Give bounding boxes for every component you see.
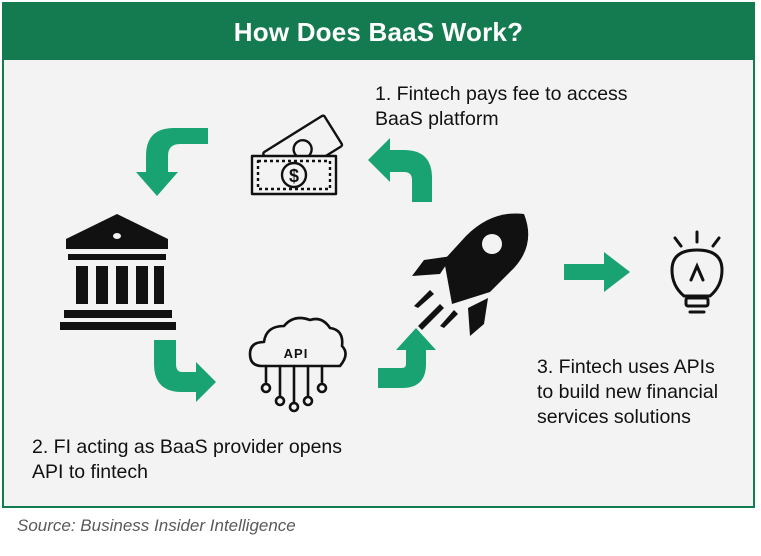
diagram-artwork: $ API: [60, 114, 724, 413]
bank-icon: [60, 214, 176, 330]
source-caption: Source: Business Insider Intelligence: [17, 516, 296, 535]
diagram-title: How Does BaaS Work?: [4, 4, 753, 60]
arrow-api-to-rocket: [378, 328, 436, 388]
arrow-rocket-to-bulb: [564, 252, 630, 292]
svg-text:$: $: [289, 166, 299, 186]
step-3-text: 3. Fintech uses APIs to build new financ…: [537, 356, 719, 428]
money-icon: $: [250, 114, 344, 196]
step-2-text: 2. FI acting as BaaS provider opens API …: [32, 436, 343, 483]
cloud-api-icon: [248, 316, 347, 413]
arrow-money-to-bank: [136, 128, 208, 196]
diagram-frame: How Does BaaS Work? $: [2, 2, 755, 508]
rocket-icon: [412, 213, 529, 336]
lightbulb-icon: [670, 230, 724, 314]
api-label: API: [284, 346, 309, 361]
arrow-bank-to-api: [154, 340, 216, 402]
arrow-rocket-to-money: [368, 138, 432, 202]
step-1-text: 1. Fintech pays fee to access BaaS platf…: [375, 83, 628, 130]
